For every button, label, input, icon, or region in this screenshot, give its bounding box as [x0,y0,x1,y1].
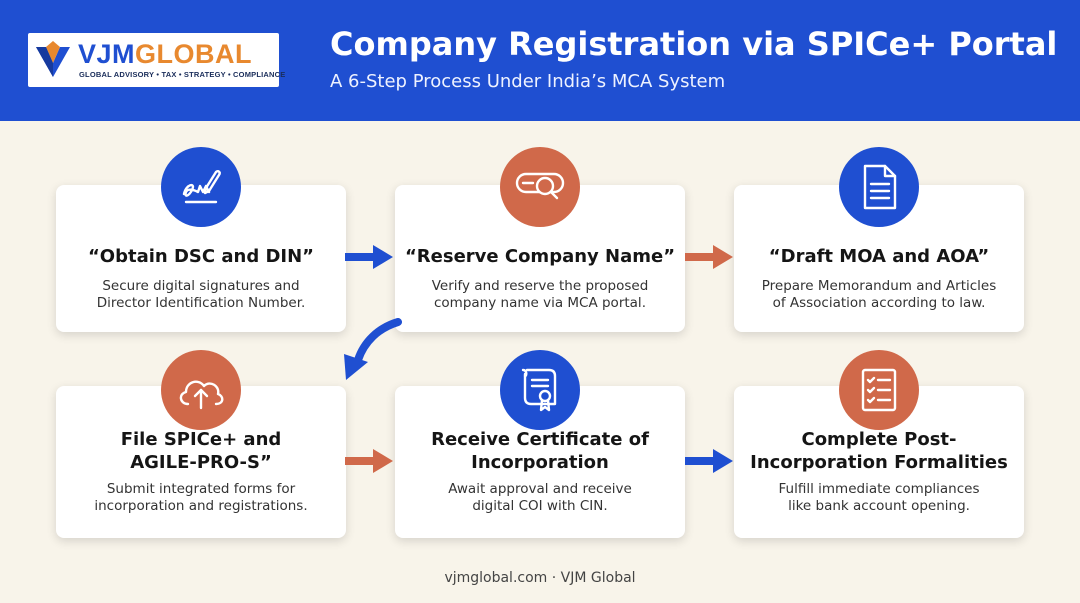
logo-tagline: GLOBAL ADVISORY • TAX • STRATEGY • COMPL… [79,70,286,79]
page-title: Company Registration via SPICe+ Portal [330,25,1058,63]
step-6-icon-circle [839,350,919,430]
step-desc-line-1: Await approval and receive [448,481,632,497]
arrow-right-icon [345,245,393,269]
step-5-icon-circle [500,350,580,430]
step-desc-line-1: Verify and reserve the proposed [431,278,649,294]
arrow-right-icon [345,449,393,473]
logo[interactable]: VJMGLOBAL GLOBAL ADVISORY • TAX • STRATE… [28,33,285,87]
step-title: “Obtain DSC and DIN” [87,246,315,267]
step-title-line-1: Receive Certificate of [431,429,649,450]
arrow-curved-down-left-icon [344,318,402,380]
step-1-icon-circle [161,147,241,227]
step-title-line-2: Incorporation Formalities [750,452,1008,473]
header-banner: VJMGLOBAL GLOBAL ADVISORY • TAX • STRATE… [0,0,1080,121]
step-desc-line-2: like bank account opening. [788,498,970,514]
step-desc-line-2: incorporation and registrations. [94,498,308,514]
signature-icon [182,170,221,204]
step-title: “Draft MOA and AOA” [768,246,990,267]
step-title-line-1: File SPICe+ and [120,429,282,450]
certificate-icon [521,368,557,412]
footer-credit: vjmglobal.com · VJM Global [444,570,636,586]
step-4-icon-circle [161,350,241,430]
step-desc-line-2: Director Identification Number. [96,295,306,311]
step-desc-line-2: company name via MCA portal. [434,295,646,311]
step-3-icon-circle [839,147,919,227]
step-desc-line-1: Submit integrated forms for [106,481,296,497]
search-name-icon [515,172,565,200]
step-desc-line-2: of Association according to law. [772,295,986,311]
step-2-icon-circle [500,147,580,227]
checklist-icon [861,368,897,412]
step-title-line-2: Incorporation [471,452,609,473]
step-title: “Reserve Company Name” [404,246,676,267]
logo-wordmark: VJMGLOBAL [78,39,253,69]
page-subtitle: A 6-Step Process Under India’s MCA Syste… [330,71,726,92]
step-title-line-1: Complete Post- [801,429,957,450]
arrow-right-icon [685,245,733,269]
step-desc-line-2: digital COI with CIN. [472,498,608,514]
step-desc-line-1: Prepare Memorandum and Articles [761,278,997,294]
step-desc-line-1: Secure digital signatures and [102,278,300,294]
cloud-upload-icon [179,380,224,410]
arrow-right-icon [685,449,733,473]
logo-mark-icon [36,41,70,77]
step-desc-line-1: Fulfill immediate compliances [778,481,980,497]
step-title-line-2: AGILE-PRO-S” [130,452,272,473]
document-icon [863,164,897,210]
